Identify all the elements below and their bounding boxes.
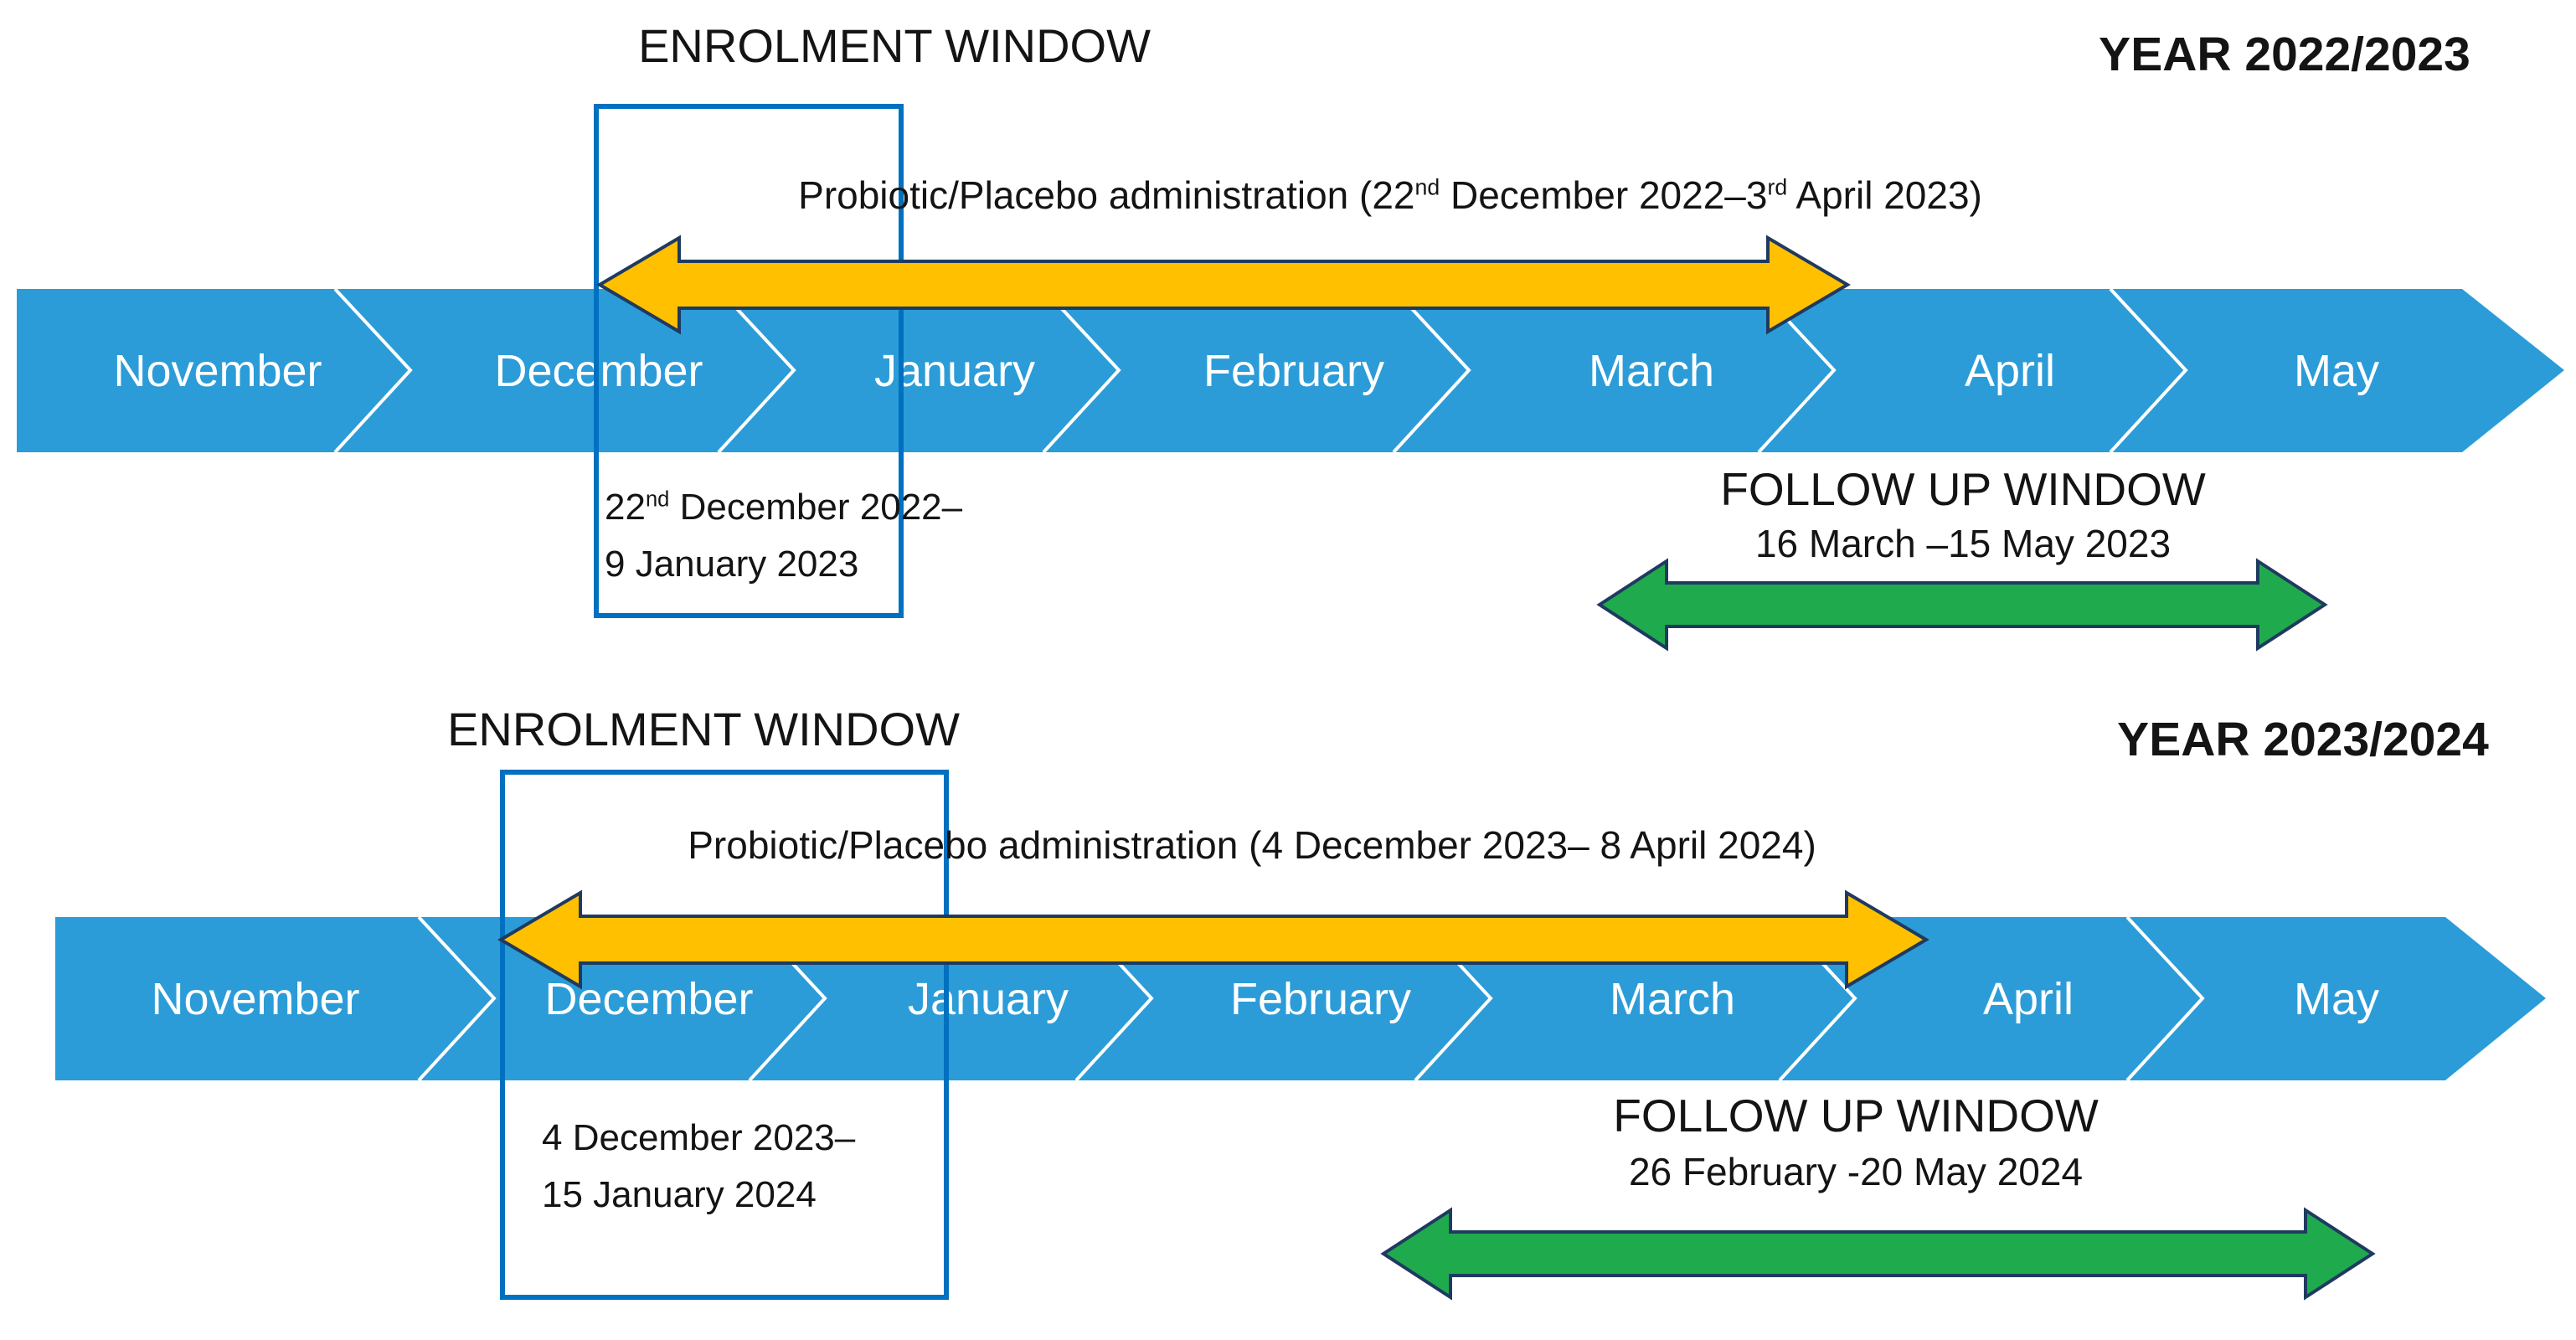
enrolment-dates-2023: 4 December 2023– 15 January 2024 — [542, 1110, 855, 1224]
month-label: November — [113, 346, 322, 396]
administration-arrow-2023 — [497, 889, 1929, 990]
month-label: February — [1230, 974, 1411, 1024]
ordinal-superscript: rd — [1767, 174, 1788, 200]
administration-label-text: April 2023) — [1787, 173, 1982, 217]
follow-up-arrow-2024 — [1380, 1207, 2376, 1301]
month-label: May — [2294, 974, 2379, 1024]
enrolment-dates-text: 4 December 2023– — [542, 1117, 856, 1158]
follow-up-window-title-2023: FOLLOW UP WINDOW — [1720, 463, 2206, 515]
follow-up-window-title-2024: FOLLOW UP WINDOW — [1613, 1090, 2099, 1142]
enrolment-window-box-2022 — [594, 104, 904, 618]
month-separator-chevron — [1042, 287, 1121, 454]
administration-label-text: Probiotic/Placebo administration (4 Dece… — [688, 823, 1816, 867]
month-label: December — [494, 346, 703, 396]
enrolment-dates-line1: 4 December 2023– — [542, 1110, 855, 1167]
administration-label-text: December 2022–3 — [1440, 173, 1768, 217]
month-band-2022-2023: November December January February March… — [17, 287, 2564, 454]
month-label: February — [1203, 346, 1384, 396]
month-label: April — [1983, 974, 2074, 1024]
administration-label-2022: Probiotic/Placebo administration (22nd D… — [798, 173, 1982, 218]
administration-label-2023: Probiotic/Placebo administration (4 Dece… — [688, 822, 1816, 868]
year-title-2023-2024: YEAR 2023/2024 — [2117, 713, 2489, 766]
enrolment-dates-line2: 15 January 2024 — [542, 1174, 817, 1216]
month-label: April — [1965, 346, 2055, 396]
month-label: January — [874, 346, 1035, 396]
month-label: November — [151, 974, 359, 1024]
month-label: March — [1610, 974, 1735, 1024]
month-separator-chevron — [2125, 915, 2205, 1082]
month-band-shape — [17, 289, 2564, 452]
enrolment-window-title-2023: ENROLMENT WINDOW — [447, 703, 960, 755]
enrolment-dates-2022: 22nd December 2022– 9 January 2023 — [605, 479, 962, 593]
administration-arrow-2022 — [596, 234, 1851, 335]
month-label: March — [1589, 346, 1714, 396]
ordinal-superscript: nd — [645, 487, 670, 512]
follow-up-arrow-2023 — [1596, 558, 2328, 652]
enrolment-dates-text: 22 — [605, 487, 646, 528]
ordinal-superscript: nd — [1414, 174, 1440, 200]
month-label: May — [2294, 346, 2379, 396]
enrolment-window-box-2023 — [500, 770, 949, 1300]
enrolment-dates-text: December 2022– — [669, 487, 963, 528]
month-separator-chevron — [2109, 287, 2188, 454]
enrolment-dates-line2: 9 January 2023 — [605, 544, 859, 585]
month-separator-chevron — [1392, 287, 1471, 454]
month-separator-chevron — [333, 287, 413, 454]
administration-label-text: Probiotic/Placebo administration (22 — [798, 173, 1415, 217]
year-title-2022-2023: YEAR 2022/2023 — [2099, 28, 2470, 81]
month-label: January — [908, 974, 1069, 1024]
follow-up-window-range-2023: 16 March –15 May 2023 — [1754, 522, 2172, 565]
follow-up-window-range-2024: 26 February -20 May 2024 — [1628, 1150, 2084, 1193]
month-separator-chevron — [717, 287, 796, 454]
enrolment-dates-line1: 22nd December 2022– — [605, 479, 962, 536]
month-separator-chevron — [417, 915, 497, 1082]
enrolment-window-title-2022: ENROLMENT WINDOW — [638, 19, 1151, 72]
